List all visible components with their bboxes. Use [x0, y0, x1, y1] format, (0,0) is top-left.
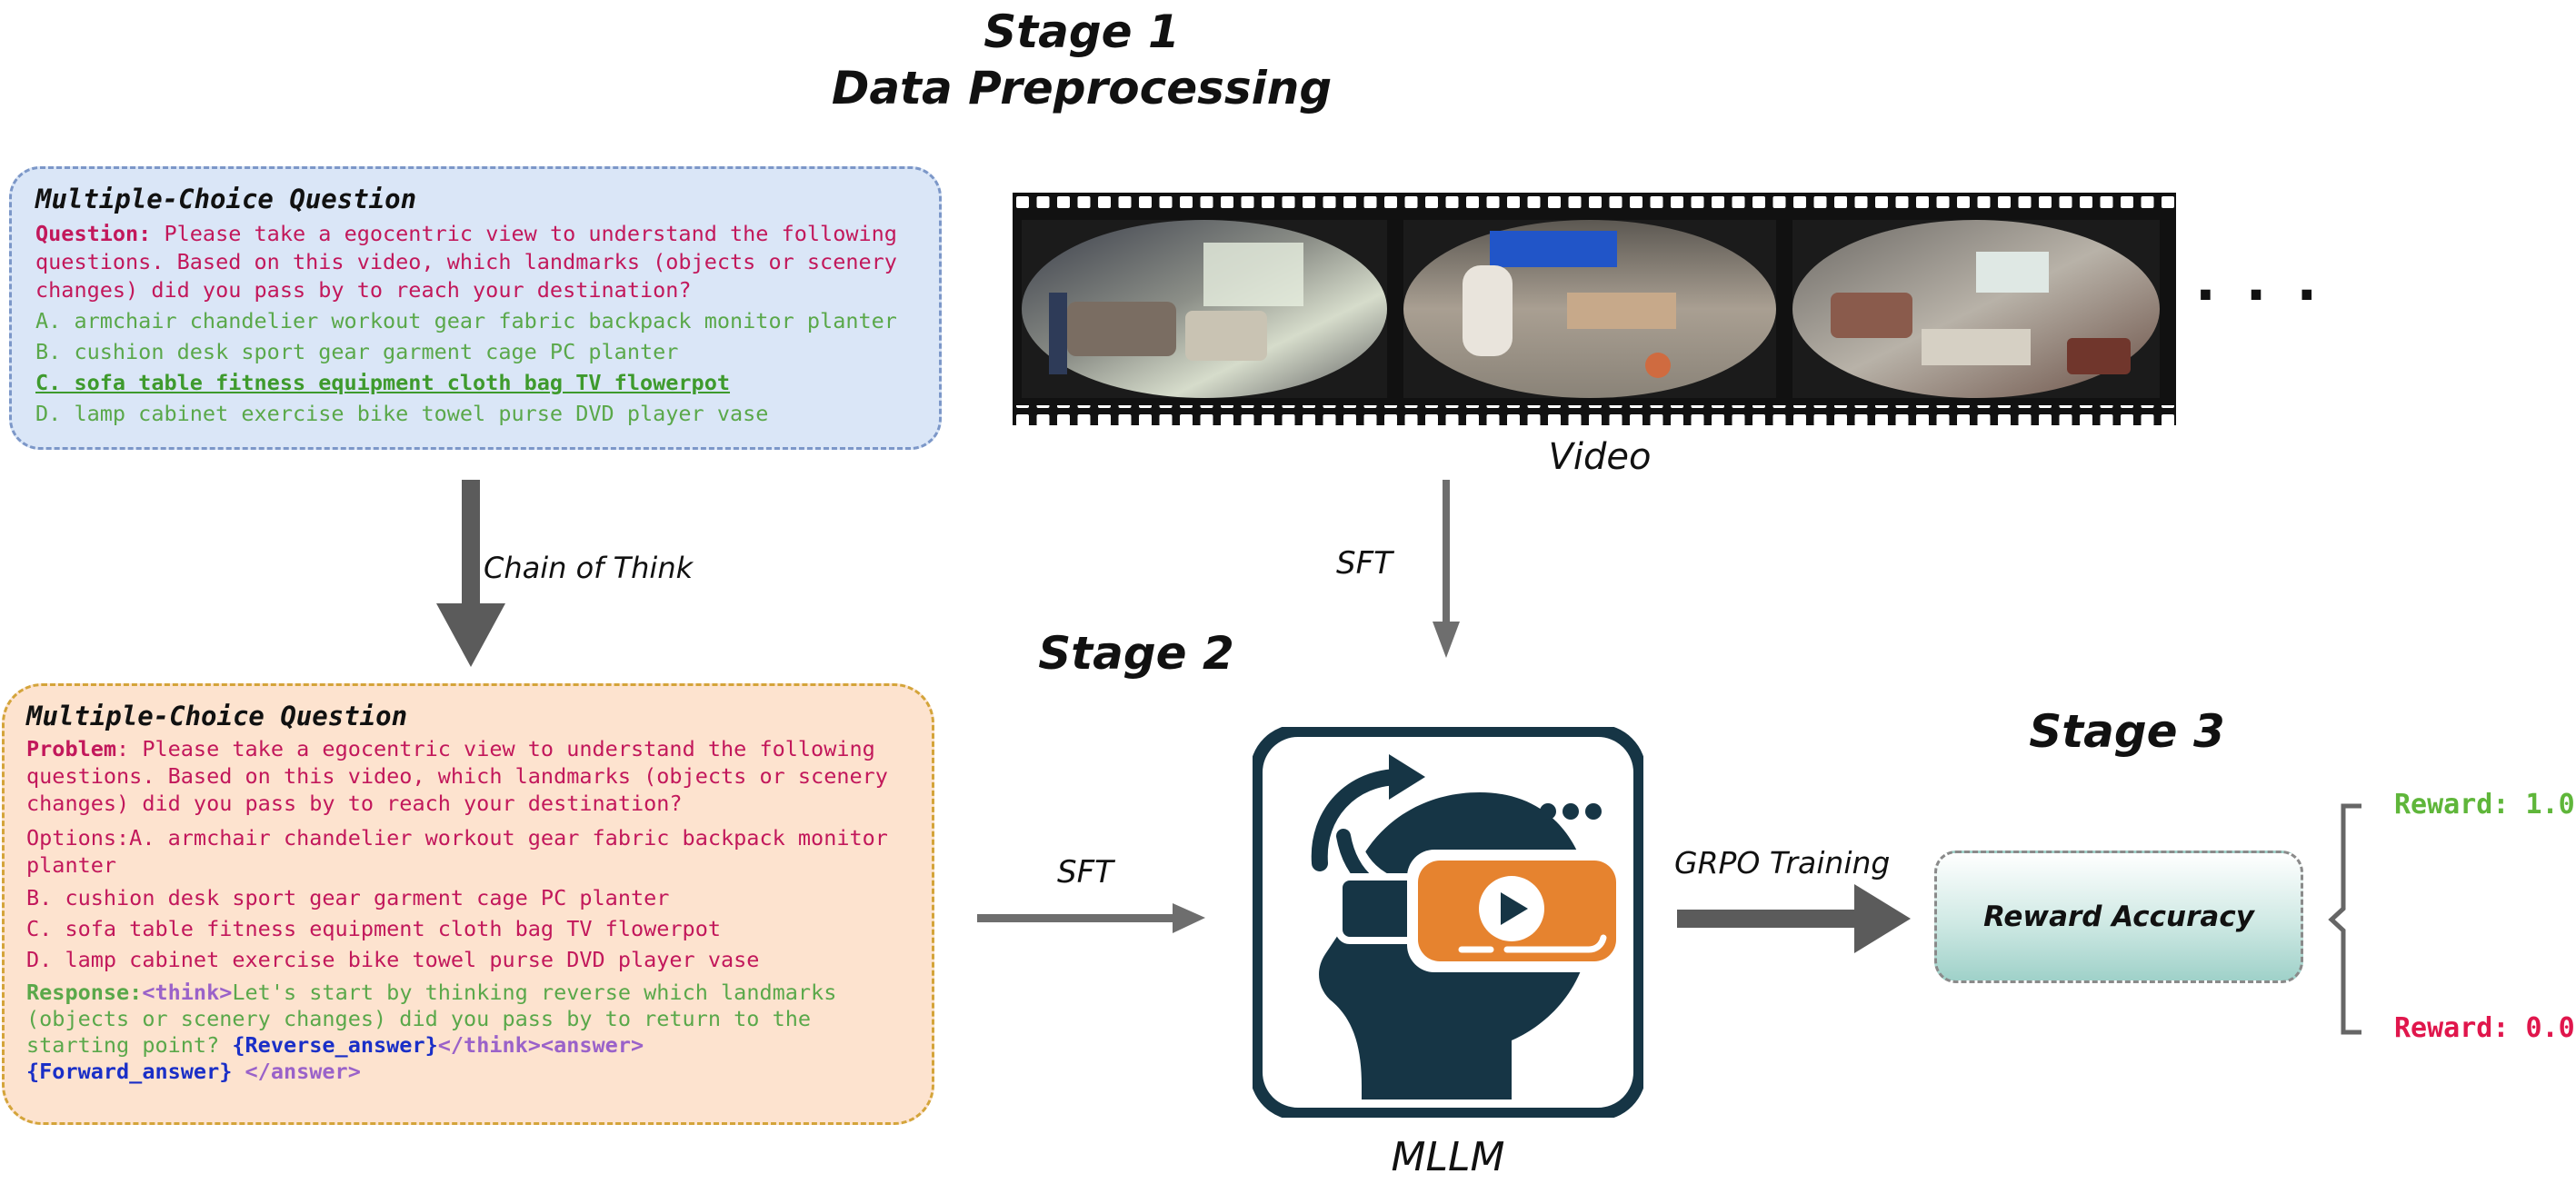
problem-text-block: Problem: Please take a egocentric view t… [26, 735, 926, 817]
question-option-a: A. armchair chandelier workout gear fabr… [35, 308, 897, 333]
filmstrip-graphic [1013, 193, 2176, 425]
think-open-tag: <think> [142, 980, 233, 1005]
response-text: Let's start by thinking reverse which la… [26, 980, 837, 1058]
vr-headset-head-icon [1250, 724, 1646, 1120]
mllm-label: MLLM [1391, 1134, 1505, 1180]
reward-low: Reward: 0.0 [2394, 1012, 2575, 1044]
question-option-b: B. cushion desk sport gear garment cage … [35, 339, 679, 364]
problem-option-c: C. sofa table fitness equipment cloth ba… [26, 916, 722, 941]
reward-bracket [2328, 803, 2361, 1035]
question-box-title: Multiple-Choice Question [35, 184, 417, 214]
reward-accuracy-label: Reward Accuracy [1983, 900, 2254, 933]
question-text: Please take a egocentric view to underst… [35, 221, 897, 303]
grpo-arrow [1677, 884, 1911, 953]
video-filmstrip [1013, 193, 2176, 425]
mllm-icon-container [1250, 724, 1646, 1120]
video-ellipsis: · · · [2195, 264, 2323, 327]
reward-high: Reward: 1.0 [2394, 789, 2575, 821]
stage1-line1: Stage 1 [983, 5, 1180, 58]
stage1-line2: Data Preprocessing [831, 62, 1333, 114]
reverse-answer: {Reverse_answer} [232, 1032, 438, 1058]
problem-label: Problem [26, 736, 117, 761]
chain-of-think-arrow [436, 480, 505, 667]
response-block: Response:<think>Let's start by thinking … [26, 980, 926, 1085]
sft-video-arrow [1433, 480, 1460, 658]
reward-accuracy-box: Reward Accuracy [1934, 851, 2303, 983]
question-label: Question: [35, 221, 152, 246]
problem-text: : Please take a egocentric view to under… [26, 736, 888, 816]
stage3-title: Stage 3 [2029, 705, 2225, 758]
question-text-block: Question: Please take a egocentric view … [35, 220, 935, 304]
problem-box-title: Multiple-Choice Question [26, 701, 408, 731]
sft-problem-arrow [977, 903, 1205, 933]
sft-problem-label: SFT [1057, 854, 1113, 890]
problem-options-a: Options:A. armchair chandelier workout g… [26, 825, 888, 878]
video-label: Video [1548, 436, 1652, 478]
chain-of-think-label: Chain of Think [484, 551, 694, 585]
stage1-title: Stage 1 Data Preprocessing [818, 4, 1345, 116]
answer-open-tag: <answer> [540, 1032, 644, 1058]
question-box: Multiple-Choice Question Question: Pleas… [9, 166, 942, 450]
question-option-d: D. lamp cabinet exercise bike towel purs… [35, 401, 769, 426]
response-label: Response: [26, 980, 143, 1005]
question-option-c-correct: C. sofa table fitness equipment cloth ba… [35, 370, 731, 395]
problem-option-d: D. lamp cabinet exercise bike towel purs… [26, 947, 760, 972]
problem-box: Multiple-Choice Question Problem: Please… [2, 683, 934, 1125]
forward-answer: {Forward_answer} [26, 1059, 233, 1084]
sft-video-label: SFT [1336, 545, 1393, 582]
stage2-title: Stage 2 [1038, 627, 1234, 680]
problem-option-b: B. cushion desk sport gear garment cage … [26, 885, 670, 910]
think-close-tag: </think> [437, 1032, 541, 1058]
answer-close-tag: </answer> [232, 1059, 361, 1084]
grpo-training-label: GRPO Training [1674, 845, 1891, 881]
